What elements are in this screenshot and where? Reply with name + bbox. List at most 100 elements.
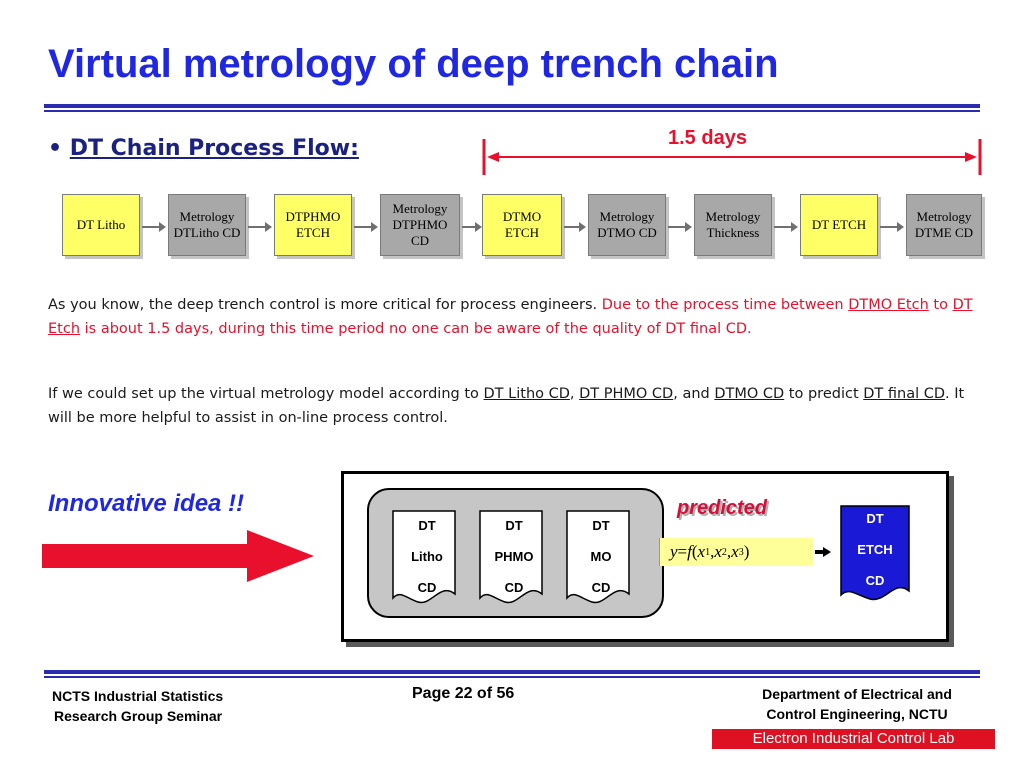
- para-text: As you know, the deep trench control is …: [48, 297, 602, 313]
- para-emphasis: is about 1.5 days, during this time peri…: [80, 321, 752, 337]
- paragraph-motivation: As you know, the deep trench control is …: [48, 293, 978, 341]
- doc-line: Litho: [411, 549, 443, 564]
- para-text: , and: [673, 386, 715, 402]
- big-right-arrow-icon: [42, 530, 314, 582]
- doc-line: DT: [866, 511, 884, 526]
- flow-step-text: DTPHMO: [285, 208, 341, 224]
- doc-line: ETCH: [857, 542, 893, 557]
- process-flow-heading: • DT Chain Process Flow:: [48, 136, 359, 161]
- paragraph-proposal: If we could set up the virtual metrology…: [48, 382, 978, 430]
- input-doc-dt-mo-cd: DT MO CD: [569, 510, 633, 603]
- innovative-idea-label: Innovative idea !!: [48, 490, 245, 517]
- formula-subscript: 1: [705, 546, 711, 558]
- para-term-dt-final-cd: DT final CD: [863, 386, 946, 402]
- formula-part: =: [677, 542, 688, 561]
- flow-connector-arrow: [564, 222, 586, 232]
- input-doc-dt-litho-cd-icon: [392, 510, 456, 604]
- flow-step-subtext: ETCH: [296, 225, 330, 240]
- flow-step-text: Metrology: [916, 208, 972, 224]
- para-text: If we could set up the virtual metrology…: [48, 386, 484, 402]
- formula-part: x: [714, 542, 722, 561]
- footer-department: Department of Electrical and Control Eng…: [712, 684, 1002, 724]
- doc-line: CD: [417, 580, 437, 595]
- flow-step-subtext: DTLitho CD: [173, 225, 241, 240]
- footer-rule-thin: [44, 676, 980, 678]
- para-term-dt-phmo-cd: DT PHMO CD: [579, 386, 674, 402]
- para-term-dt-etch: DT Etch: [48, 297, 973, 337]
- small-arrow-icon: [815, 547, 831, 557]
- flow-step-text: Metrology: [179, 208, 235, 224]
- formula-part: x: [697, 542, 706, 561]
- flow-connector-arrow: [462, 222, 482, 232]
- duration-arrow: [482, 139, 982, 175]
- flow-step-text: Metrology: [705, 208, 761, 224]
- para-term-dtmo-cd: DTMO CD: [714, 386, 785, 402]
- output-doc-dt-etch-cd: DT ETCH CD: [843, 503, 907, 596]
- footer-line: Control Engineering, NCTU: [766, 706, 948, 722]
- doc-line: DT: [505, 518, 523, 533]
- formula-part: x: [731, 542, 739, 561]
- doc-line: CD: [591, 580, 611, 595]
- flow-step-text: DT Litho: [76, 216, 126, 232]
- input-doc-dt-phmo-cd-icon: [479, 510, 543, 604]
- formula-part: (: [691, 542, 698, 561]
- footer-line: NCTS Industrial Statistics: [52, 688, 224, 704]
- title-underline: [44, 104, 980, 108]
- output-doc-dt-etch-cd-icon: [840, 505, 910, 601]
- flow-step-subtext: DTME CD: [914, 225, 974, 240]
- flow-connector-arrow: [774, 222, 798, 232]
- input-doc-dt-litho-cd: DT Litho CD: [395, 510, 459, 603]
- formula-subscript: 3: [738, 546, 744, 558]
- doc-line: DT: [592, 518, 610, 533]
- slide-title: Virtual metrology of deep trench chain: [48, 42, 779, 86]
- doc-line: DT: [418, 518, 436, 533]
- page-number: Page 22 of 56: [412, 685, 515, 702]
- doc-line: PHMO: [494, 549, 534, 564]
- para-text: to predict: [784, 386, 864, 402]
- footer-line: Department of Electrical and: [762, 686, 952, 702]
- lab-badge: Electron Industrial Control Lab: [712, 729, 995, 749]
- footer-line: Research Group Seminar: [54, 708, 223, 724]
- flow-step-text: Metrology: [599, 208, 655, 224]
- footer-rule: [44, 670, 980, 674]
- doc-line: MO: [590, 549, 612, 564]
- flow-step-dt-etch: DT ETCH: [800, 194, 878, 256]
- flow-connector-arrow: [354, 222, 378, 232]
- flow-connector-arrow: [880, 222, 904, 232]
- para-emphasis: to: [928, 297, 953, 313]
- doc-line: CD: [865, 573, 885, 588]
- formula-part: f: [687, 542, 692, 561]
- input-doc-dt-mo-cd-icon: [566, 510, 630, 604]
- para-term-dtmo-etch: DTMO Etch: [848, 297, 929, 313]
- flow-step-text: DTMO ETCH: [502, 208, 542, 240]
- formula-part: ,: [710, 542, 715, 561]
- flow-step-text: Metrology: [392, 200, 448, 216]
- flow-connector-arrow: [668, 222, 692, 232]
- flow-step-dtmo-etch: DTMO ETCH: [482, 194, 562, 256]
- flow-step-subtext: DTPHMO CD: [392, 216, 448, 249]
- formula-part: ,: [726, 542, 732, 561]
- flow-step-dt-litho: DT Litho: [62, 194, 140, 256]
- para-emphasis: Due to the process time between: [601, 297, 849, 313]
- flow-step-subtext: Thickness: [706, 225, 760, 240]
- formula-subscript: 2: [721, 546, 727, 558]
- flow-step-subtext: DTMO CD: [597, 225, 657, 240]
- title-underline-thin: [44, 110, 980, 112]
- duration-label: 1.5 days: [668, 127, 747, 149]
- footer-seminar: NCTS Industrial Statistics Research Grou…: [52, 686, 223, 726]
- para-text: . It will be more helpful to assist in o…: [48, 386, 965, 426]
- flow-connector-arrow: [248, 222, 272, 232]
- para-text: ,: [569, 386, 580, 402]
- flow-step-text: DT ETCH: [811, 216, 867, 232]
- formula-part: ): [743, 542, 750, 561]
- doc-line: CD: [504, 580, 524, 595]
- predicted-label: predicted: [677, 497, 768, 519]
